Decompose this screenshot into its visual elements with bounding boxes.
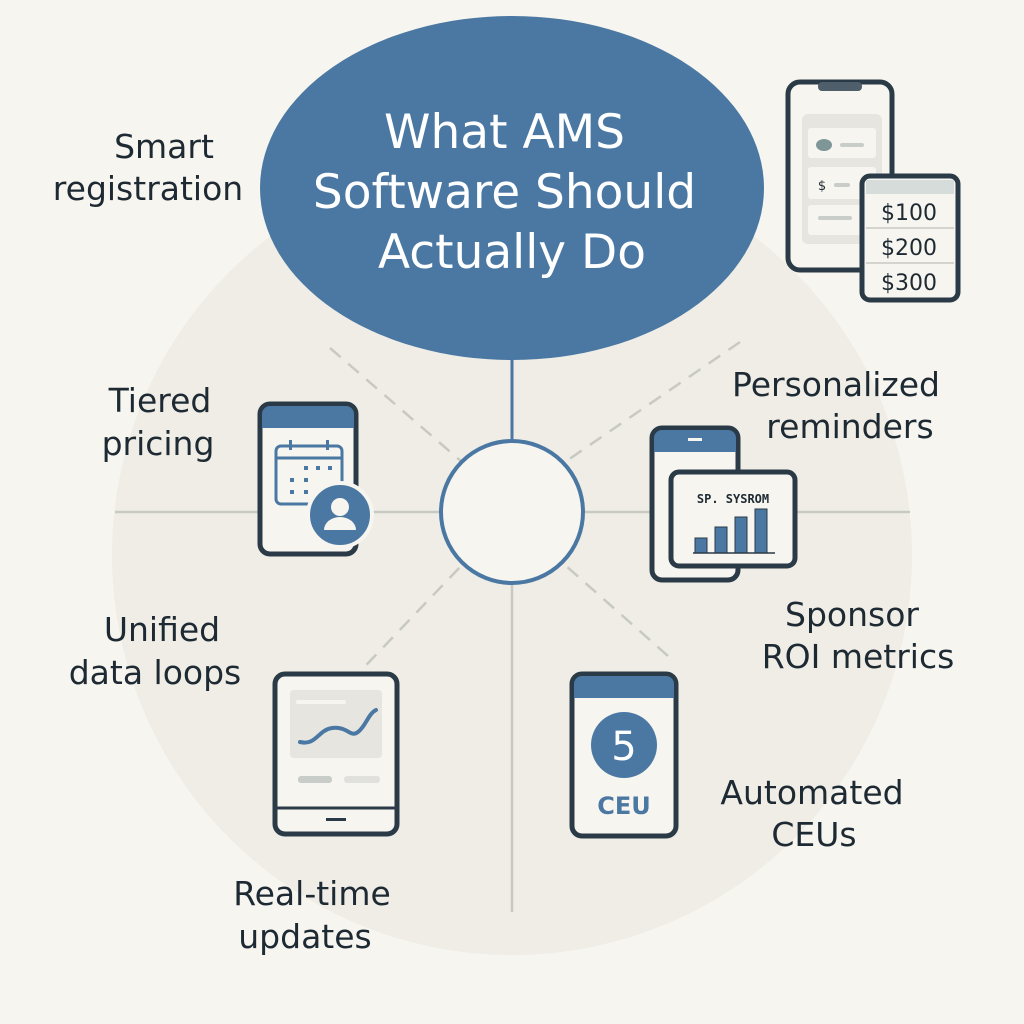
ceu-count: 5 [611,724,636,770]
price-tier-card: $100 $200 $300 [859,173,961,303]
price-tier-3: $300 [881,271,937,296]
ceu-unit: CEU [597,792,651,820]
dashed-connector [564,340,741,464]
sponsor-chart-phone-icon: SP. SYSROM [649,425,798,583]
page-title: What AMS Software Should Actually Do [313,105,711,280]
hub-circle [439,439,585,585]
title-ellipse [260,16,764,360]
dashed-connector [329,347,463,463]
calendar-phone-icon [257,401,374,557]
price-tier-2: $200 [881,236,937,261]
ceu-badge [591,712,657,778]
ceu-phone-icon: 5 CEU [569,671,679,839]
dollar-sign: $ [818,179,826,194]
chart-bar [714,526,728,554]
sponsor-card [668,469,798,569]
chart-bar [754,508,768,554]
dashed-connector [349,564,463,683]
chart-bar [734,516,748,554]
chart-bar [694,537,708,554]
price-tier-1: $100 [881,201,937,226]
tablet-line-chart-icon [272,671,400,837]
sponsor-card-heading: SP. SYSROM [697,492,769,506]
